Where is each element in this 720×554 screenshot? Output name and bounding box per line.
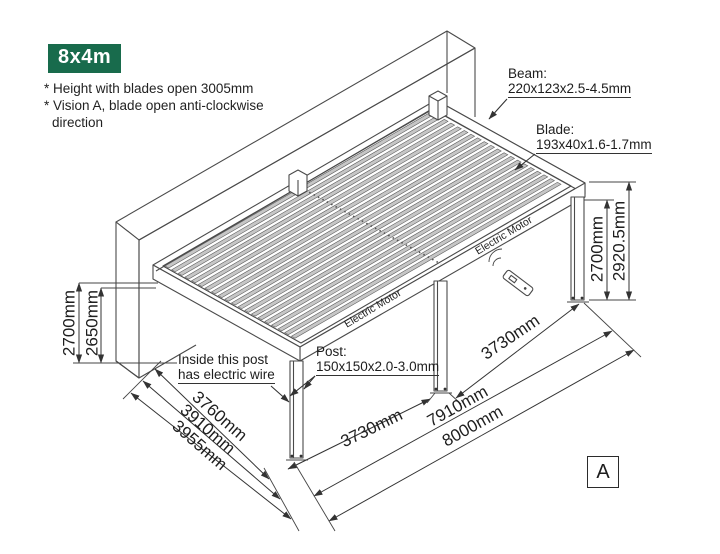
blade-callout: Blade: 193x40x1.6-1.7mm — [536, 122, 652, 154]
extension-lines — [73, 181, 642, 532]
size-badge: 8x4m — [48, 44, 122, 73]
blade-callout-spec: 193x40x1.6-1.7mm — [536, 137, 652, 154]
wall-bracket-corner — [428, 90, 448, 121]
post-callout-spec: 150x150x2.0-3.0mm — [316, 359, 440, 376]
drawing-notes: * Height with blades open 3005mm * Visio… — [44, 80, 302, 131]
wall-bracket-mid — [288, 169, 308, 197]
note-height: * Height with blades open 3005mm — [44, 81, 254, 96]
view-label-box: A — [587, 456, 619, 488]
post-right — [567, 196, 589, 303]
post-callout: Post: 150x150x2.0-3.0mm — [316, 344, 440, 376]
dim-left-inner: 2650mm — [82, 290, 101, 356]
dimension-lines — [75, 181, 635, 522]
roof — [152, 90, 586, 362]
dim-right-inner: 2700mm — [587, 216, 606, 282]
remote-control-icon — [488, 248, 534, 297]
beam-callout-title: Beam: — [508, 66, 548, 81]
electric-wire-line2: has electric wire — [178, 367, 275, 384]
electric-wire-line1: Inside this post — [178, 352, 269, 367]
post-middle — [430, 280, 452, 394]
dim-left-outer: 2700mm — [59, 290, 78, 356]
post-callout-title: Post: — [316, 344, 347, 359]
beam-callout: Beam: 220x123x2.5-4.5mm — [508, 66, 632, 98]
dim-right-outer: 2920.5mm — [609, 201, 628, 281]
dim-bay-right: 3730mm — [478, 311, 543, 364]
dim-bay-left: 3730mm — [338, 405, 406, 451]
view-label: A — [596, 460, 610, 483]
louvre-blades — [164, 111, 562, 339]
posts — [286, 196, 589, 461]
post-left — [286, 360, 308, 461]
blade-callout-title: Blade: — [536, 122, 575, 137]
electric-wire-callout: Inside this post has electric wire — [178, 352, 275, 384]
note-vision: * Vision A, blade open anti-clockwise di… — [44, 98, 264, 130]
wall — [115, 30, 476, 379]
callout-leader-lines — [270, 98, 536, 403]
beam-callout-spec: 220x123x2.5-4.5mm — [508, 81, 632, 98]
